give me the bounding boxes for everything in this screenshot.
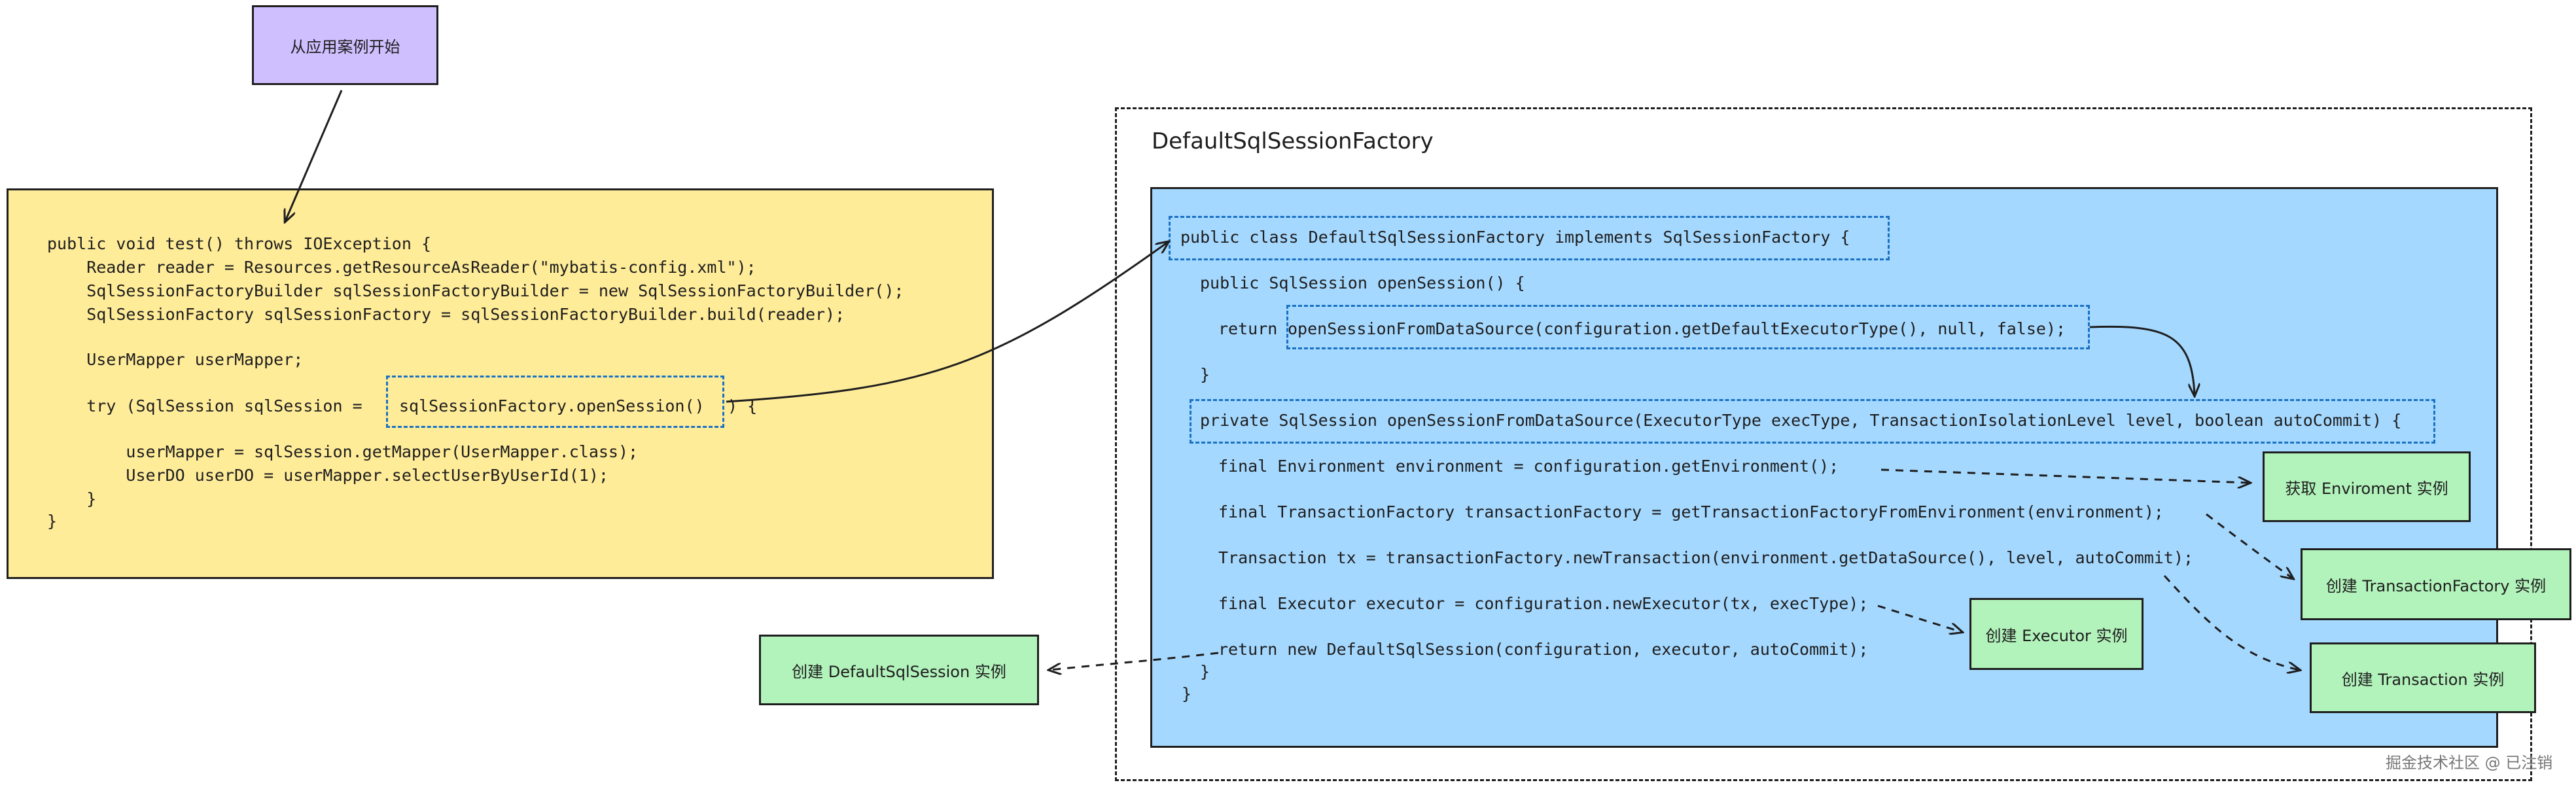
arrow-default-sql-session-note xyxy=(1050,652,1219,670)
arrow-transaction-factory-note xyxy=(2206,513,2293,578)
start-note: 从应用案例开始 xyxy=(252,5,438,85)
open-from-datasource-highlight xyxy=(1286,305,2090,349)
arrow-open-session-to-factory xyxy=(726,242,1168,403)
arrow-start-to-code xyxy=(285,90,343,221)
arrow-environment-note xyxy=(1880,468,2250,483)
factory-line: public SqlSession openSession() { xyxy=(1200,273,1525,292)
factory-line: } xyxy=(1200,662,1210,681)
arrow-executor-note xyxy=(1877,605,1962,632)
code-line: } xyxy=(47,512,58,531)
code-line: SqlSessionFactoryBuilder sqlSessionFacto… xyxy=(47,281,904,300)
code-line: userMapper = sqlSession.getMapper(UserMa… xyxy=(47,442,639,461)
code-line-open-session: sqlSessionFactory.openSession() xyxy=(399,396,705,415)
factory-frame xyxy=(1115,107,2532,781)
factory-line: final Environment environment = configur… xyxy=(1218,457,1839,476)
code-line: UserDO userDO = userMapper.selectUserByU… xyxy=(47,466,609,485)
code-line: try (SqlSession sqlSession = xyxy=(47,396,362,415)
factory-line: public class DefaultSqlSessionFactory im… xyxy=(1180,228,1850,247)
arrow-transaction-note xyxy=(2163,574,2299,670)
factory-line: return new DefaultSqlSession(configurati… xyxy=(1218,640,1869,659)
start-note-label: 从应用案例开始 xyxy=(290,37,400,56)
code-line: public void test() throws IOException { xyxy=(47,234,431,253)
note-default-sql-session: 创建 DefaultSqlSession 实例 xyxy=(759,635,1039,705)
note-transaction-factory: 创建 TransactionFactory 实例 xyxy=(2301,548,2571,620)
code-line: } xyxy=(47,489,97,508)
factory-line: return xyxy=(1218,319,1278,338)
watermark: 掘金技术社区 @ 已注销 xyxy=(2386,754,2553,772)
note-environment: 获取 Enviroment 实例 xyxy=(2263,451,2471,522)
open-session-highlight xyxy=(386,376,724,428)
factory-line: openSessionFromDataSource(configuration.… xyxy=(1288,319,2066,338)
note-executor: 创建 Executor 实例 xyxy=(1969,598,2144,670)
private-method-highlight xyxy=(1190,399,2435,444)
factory-line: final Executor executor = configuration.… xyxy=(1218,594,1869,613)
factory-line: } xyxy=(1182,684,1192,703)
code-line: UserMapper userMapper; xyxy=(47,350,304,369)
factory-title: DefaultSqlSessionFactory xyxy=(1152,128,1434,154)
test-code-block xyxy=(7,188,994,579)
factory-line: } xyxy=(1200,365,1210,384)
arrow-return-to-private-method xyxy=(2089,325,2195,395)
note-transaction: 创建 Transaction 实例 xyxy=(2310,642,2536,713)
code-line: Reader reader = Resources.getResourceAsR… xyxy=(47,258,756,277)
factory-line: final TransactionFactory transactionFact… xyxy=(1218,502,2164,521)
class-decl-highlight xyxy=(1169,216,1890,260)
factory-line: Transaction tx = transactionFactory.newT… xyxy=(1218,548,2194,567)
factory-line: private SqlSession openSessionFromDataSo… xyxy=(1200,411,2402,430)
code-line: SqlSessionFactory sqlSessionFactory = sq… xyxy=(47,305,845,324)
